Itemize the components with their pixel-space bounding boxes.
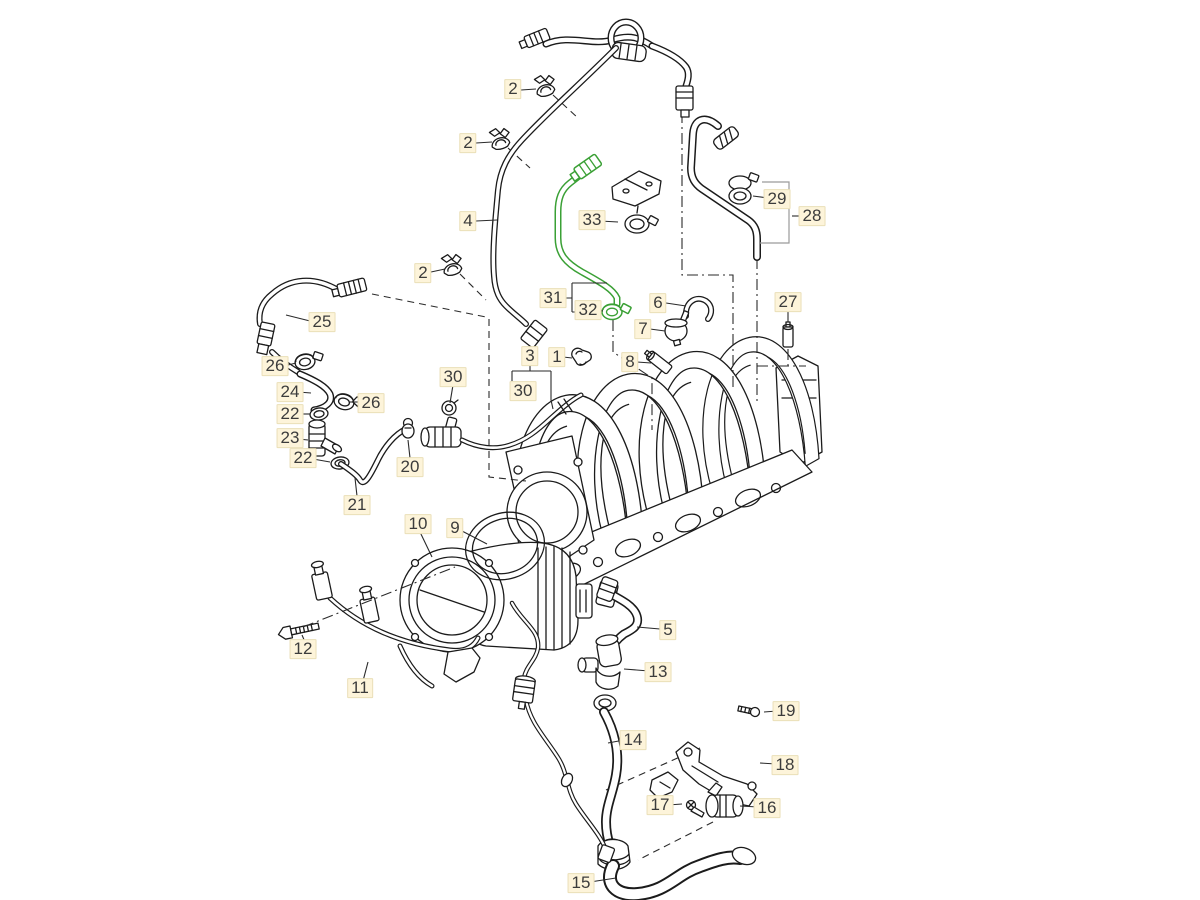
hanging-connector bbox=[675, 85, 694, 118]
bolt-19-drawing bbox=[737, 705, 761, 718]
part-27-drawing bbox=[782, 321, 794, 348]
callout-6: 6 bbox=[649, 293, 667, 313]
hose-25-drawing bbox=[256, 277, 368, 356]
callout-8: 8 bbox=[621, 352, 639, 372]
callout-9: 9 bbox=[446, 518, 464, 538]
callout-2-b: 2 bbox=[459, 133, 477, 153]
callout-2-c: 2 bbox=[414, 263, 432, 283]
support-bracket-drawing bbox=[310, 560, 481, 686]
callout-29: 29 bbox=[763, 189, 791, 209]
clip-1-drawing bbox=[571, 347, 592, 366]
callout-33: 33 bbox=[578, 210, 606, 230]
callout-12: 12 bbox=[289, 639, 317, 659]
tube-8-drawing bbox=[643, 349, 673, 375]
valve-23-drawing bbox=[308, 419, 343, 457]
callout-2-a: 2 bbox=[504, 79, 522, 99]
callout-25: 25 bbox=[308, 312, 336, 332]
callout-3: 3 bbox=[521, 346, 539, 366]
callout-24: 24 bbox=[276, 382, 304, 402]
callout-13: 13 bbox=[644, 662, 672, 682]
hose-5-drawing bbox=[596, 576, 638, 652]
valve-7-drawing bbox=[664, 310, 690, 347]
pipe-3-drawing bbox=[462, 395, 581, 448]
callout-32: 32 bbox=[574, 300, 602, 320]
callout-23: 23 bbox=[276, 428, 304, 448]
callout-5: 5 bbox=[659, 620, 677, 640]
bracket-33-drawing bbox=[611, 170, 662, 234]
callout-31: 31 bbox=[539, 288, 567, 308]
clip-20-drawing bbox=[401, 417, 415, 439]
callout-14: 14 bbox=[619, 730, 647, 750]
fitting-13-drawing bbox=[577, 634, 622, 712]
gasket-ring-drawing bbox=[464, 511, 546, 581]
callout-20: 20 bbox=[396, 457, 424, 477]
callout-22-a: 22 bbox=[276, 404, 304, 424]
callout-7: 7 bbox=[634, 319, 652, 339]
wiring-harness-drawing bbox=[511, 603, 616, 863]
valve-30-drawing bbox=[420, 416, 462, 448]
screw-17-drawing bbox=[685, 799, 705, 818]
callout-15: 15 bbox=[567, 873, 595, 893]
callout-26-a: 26 bbox=[261, 356, 289, 376]
callout-1: 1 bbox=[548, 347, 566, 367]
callout-26-b: 26 bbox=[357, 393, 385, 413]
callout-19: 19 bbox=[772, 701, 800, 721]
quick-connector bbox=[518, 27, 551, 50]
clamp-30-drawing bbox=[441, 399, 459, 416]
callout-18: 18 bbox=[771, 755, 799, 775]
callout-10: 10 bbox=[404, 514, 432, 534]
callout-30-b: 30 bbox=[509, 381, 537, 401]
hose-4-drawing bbox=[493, 48, 616, 349]
clamp-16-drawing bbox=[705, 782, 744, 818]
top-hose-assembly-drawing bbox=[518, 18, 694, 118]
callout-27: 27 bbox=[774, 292, 802, 312]
callout-11: 11 bbox=[347, 678, 373, 698]
callout-4: 4 bbox=[459, 211, 477, 231]
callout-28: 28 bbox=[798, 206, 826, 226]
callout-16: 16 bbox=[753, 798, 781, 818]
highlighted-hose-31-drawing bbox=[558, 153, 617, 304]
callout-22-b: 22 bbox=[289, 448, 317, 468]
bracket-18-drawing bbox=[649, 741, 758, 807]
callout-30-a: 30 bbox=[439, 367, 467, 387]
callout-17: 17 bbox=[646, 795, 674, 815]
highlighted-clamp-32-drawing bbox=[601, 302, 632, 321]
clamp-29-drawing bbox=[728, 172, 760, 205]
hose-28-drawing bbox=[691, 120, 757, 257]
callout-21: 21 bbox=[343, 495, 371, 515]
throttle-body-drawing bbox=[399, 541, 593, 653]
